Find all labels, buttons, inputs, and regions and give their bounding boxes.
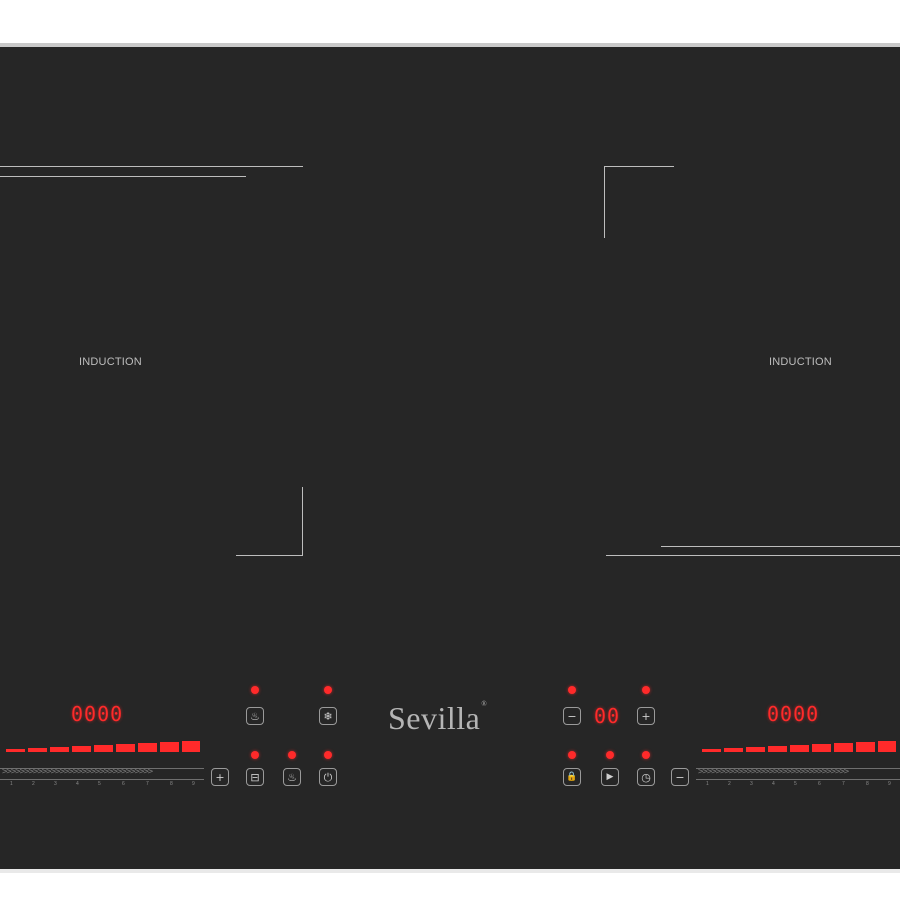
right-zone-bottom-line [606,555,900,556]
left-tick-9: 9 [192,781,195,787]
power-indicator-led [324,751,332,759]
timer-minus-button[interactable]: − [563,707,581,725]
left-level-seg-8 [160,742,179,752]
left-slider-chevrons: >>>>>>>>>>>>>>>>>>>>>>>>>>>>>>>>>> [2,768,153,777]
right-level-seg-7 [834,743,853,752]
right-level-seg-5 [790,745,809,752]
right-level-seg-3 [746,747,765,752]
right-level-seg-8 [856,742,875,752]
left-plus-button[interactable]: + [211,768,229,786]
timer-plus-led [642,686,650,694]
snowflake-icon[interactable]: ❄ [319,707,337,725]
registered-mark: ® [481,700,488,708]
left-zone-bottom-line [236,555,303,556]
keep-warm-indicator-led [288,751,296,759]
right-zone-top-line [604,166,674,167]
defrost-indicator-led [324,686,332,694]
left-tick-2: 2 [32,781,35,787]
left-zone-top-line [0,166,303,167]
right-tick-3: 3 [750,781,753,787]
left-level-bar [6,740,200,752]
left-zone-label: INDUCTION [79,356,142,368]
timer-minus-led [568,686,576,694]
left-tick-5: 5 [98,781,101,787]
right-level-bar [702,740,896,752]
right-zone-left-line [604,166,605,238]
left-level-seg-5 [94,745,113,752]
clock-icon[interactable]: ◷ [637,768,655,786]
right-slider-chevrons: >>>>>>>>>>>>>>>>>>>>>>>>>>>>>>>>>> [698,768,849,777]
right-zone-bottom-line-inner [661,546,900,547]
right-tick-4: 4 [772,781,775,787]
right-tick-6: 6 [818,781,821,787]
play-pause-icon[interactable]: ▶ [601,768,619,786]
right-level-seg-4 [768,746,787,752]
right-level-seg-1 [702,749,721,752]
left-level-seg-1 [6,749,25,752]
brand-name: Sevilla [388,700,481,736]
bridge-zone-icon[interactable]: ⊟ [246,768,264,786]
left-level-seg-2 [28,748,47,752]
right-tick-9: 9 [888,781,891,787]
right-tick-5: 5 [794,781,797,787]
timer-display: 00 [594,704,621,728]
boil-indicator-led [251,686,259,694]
right-slider-ticks: 1 2 3 4 5 6 7 8 9 [696,781,900,789]
left-zone-top-line-inner [0,176,246,177]
right-power-slider[interactable]: >>>>>>>>>>>>>>>>>>>>>>>>>>>>>>>>>> [696,768,900,780]
cooktop-glass [0,47,900,869]
right-level-seg-6 [812,744,831,752]
left-zone-right-line [302,487,303,556]
pause-indicator-led [606,751,614,759]
left-tick-7: 7 [146,781,149,787]
left-level-seg-6 [116,744,135,752]
right-zone-label: INDUCTION [769,356,832,368]
brand-logo: Sevilla® [388,700,487,737]
lock-icon[interactable]: 🔒 [563,768,581,786]
left-tick-4: 4 [76,781,79,787]
left-slider-ticks: 1 2 3 4 5 6 7 8 9 [0,781,204,789]
left-level-seg-4 [72,746,91,752]
right-level-seg-9 [878,741,896,752]
power-icon[interactable]: ⏻ [319,768,337,786]
right-tick-2: 2 [728,781,731,787]
left-level-seg-3 [50,747,69,752]
left-level-seg-9 [182,741,200,752]
right-minus-button[interactable]: − [671,768,689,786]
timer-plus-button[interactable]: + [637,707,655,725]
boil-icon[interactable]: ♨ [246,707,264,725]
right-level-seg-2 [724,748,743,752]
left-power-slider[interactable]: >>>>>>>>>>>>>>>>>>>>>>>>>>>>>>>>>> [0,768,204,780]
left-power-display: 0000 [71,702,124,726]
left-tick-1: 1 [10,781,13,787]
left-level-seg-7 [138,743,157,752]
left-tick-8: 8 [170,781,173,787]
right-tick-7: 7 [842,781,845,787]
keep-warm-icon[interactable]: ♨ [283,768,301,786]
right-tick-1: 1 [706,781,709,787]
lock-indicator-led [568,751,576,759]
right-power-display: 0000 [767,702,820,726]
clock-indicator-led [642,751,650,759]
left-tick-3: 3 [54,781,57,787]
bridge-indicator-led [251,751,259,759]
right-tick-8: 8 [866,781,869,787]
left-tick-6: 6 [122,781,125,787]
